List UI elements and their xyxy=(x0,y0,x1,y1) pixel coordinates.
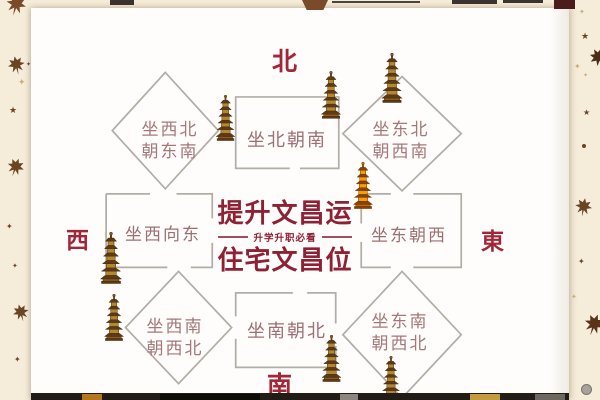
star-icon: ★ xyxy=(9,106,18,116)
star-icon: ✦ xyxy=(26,61,32,68)
dot-decor xyxy=(582,144,586,148)
diamond-line2: 朝西北 xyxy=(146,339,204,358)
star-icon: ✦ xyxy=(14,355,21,364)
direction-label-west: 西 xyxy=(66,228,90,253)
diamond-line1: 坐东南 xyxy=(371,312,429,331)
diamond-line1: 坐西南 xyxy=(146,317,204,336)
title-line1: 提升文昌运 xyxy=(217,199,353,228)
diamond-line1: 坐东北 xyxy=(372,120,430,139)
direction-label-east: 東 xyxy=(481,229,505,254)
star-icon: ✦ xyxy=(6,222,13,231)
smudge xyxy=(503,0,543,3)
wenchang-pagoda-icon xyxy=(353,162,373,209)
title-subtitle: 升学升职必看 xyxy=(253,234,317,244)
star-icon: ✦ xyxy=(18,78,26,88)
bottom-cutoff-strip xyxy=(31,393,569,400)
wenchang-pagoda-icon xyxy=(321,335,342,382)
star-icon: ✦ xyxy=(571,293,577,301)
strip-segment xyxy=(82,394,102,400)
maple-leaf-icon xyxy=(6,54,27,77)
orientation-diamond-southeast: 坐东南 朝西北 xyxy=(348,311,452,355)
maple-leaf-icon xyxy=(573,196,594,219)
star-icon: ✦ xyxy=(579,8,585,16)
star-icon: ★ xyxy=(581,32,590,42)
smudge xyxy=(302,0,328,10)
title-line2: 住宅文昌位 xyxy=(217,246,353,275)
orientation-diamond-northwest: 坐西北 朝东南 xyxy=(118,119,222,163)
diamond-line2: 朝西北 xyxy=(371,334,429,353)
orientation-diamond-northeast: 坐东北 朝西南 xyxy=(349,119,453,163)
orientation-box-north: 坐北朝南 xyxy=(247,130,327,150)
diamond-line2: 朝东南 xyxy=(141,142,199,161)
star-icon: ✦ xyxy=(578,257,585,266)
orientation-box-west: 坐西向东 xyxy=(125,225,201,244)
subtitle-dash-left xyxy=(218,236,249,238)
smudge xyxy=(332,1,420,3)
strip-segment xyxy=(535,394,565,400)
orientation-box-south: 坐南朝北 xyxy=(247,321,327,341)
wenchang-pagoda-icon xyxy=(104,294,124,341)
wenchang-pagoda-icon xyxy=(100,232,122,284)
strip-segment xyxy=(340,394,358,400)
wenchang-pagoda-icon xyxy=(381,53,403,103)
orientation-box-east: 坐东朝西 xyxy=(371,226,447,245)
subtitle-dash-right xyxy=(321,236,352,238)
title-subtitle-row: 升学升职必看 xyxy=(210,230,360,244)
orientation-diamond-southwest: 坐西南 朝西北 xyxy=(123,316,227,360)
strip-segment xyxy=(470,394,500,400)
star-icon: ✦ xyxy=(574,62,581,71)
strip-segment xyxy=(160,394,260,400)
diamond-line2: 朝西南 xyxy=(372,142,430,161)
star-icon: ★ xyxy=(583,108,591,117)
corner-square-decor xyxy=(554,0,575,9)
wenchang-pagoda-icon xyxy=(321,71,341,119)
smudge xyxy=(110,0,134,5)
pin-icon xyxy=(581,384,592,395)
wenchang-pagoda-icon xyxy=(215,95,236,141)
center-title-block: 提升文昌运 升学升职必看 住宅文昌位 xyxy=(210,199,360,276)
direction-label-north: 北 xyxy=(272,49,299,76)
diamond-line1: 坐西北 xyxy=(141,120,199,139)
star-icon: ✦ xyxy=(583,72,589,79)
smudge xyxy=(452,0,497,4)
star-icon: ✦ xyxy=(12,262,18,270)
